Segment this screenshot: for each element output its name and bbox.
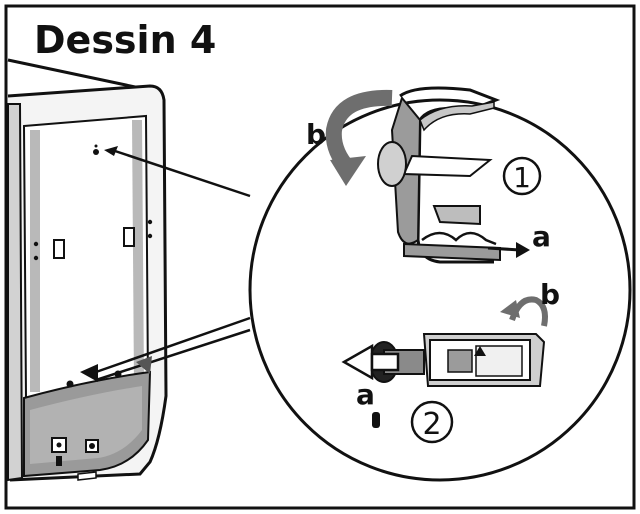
pointer-lines bbox=[80, 146, 251, 382]
step-1-label: 1 bbox=[513, 161, 531, 194]
hinge-clip-detail bbox=[325, 86, 530, 264]
figure-border bbox=[4, 4, 636, 510]
step-1-marker: 1 bbox=[502, 156, 542, 196]
callout-bottom-b: b bbox=[540, 278, 560, 311]
appliance-back-panel bbox=[7, 58, 168, 482]
figure-title: Dessin 4 bbox=[34, 18, 217, 62]
switch-detail bbox=[341, 296, 548, 428]
callout-top-a: a bbox=[532, 220, 551, 253]
step-2-marker: 2 bbox=[410, 400, 454, 444]
callout-bottom-a: a bbox=[356, 378, 375, 411]
step-2-label: 2 bbox=[422, 407, 441, 442]
callout-top-b: b bbox=[306, 118, 326, 151]
